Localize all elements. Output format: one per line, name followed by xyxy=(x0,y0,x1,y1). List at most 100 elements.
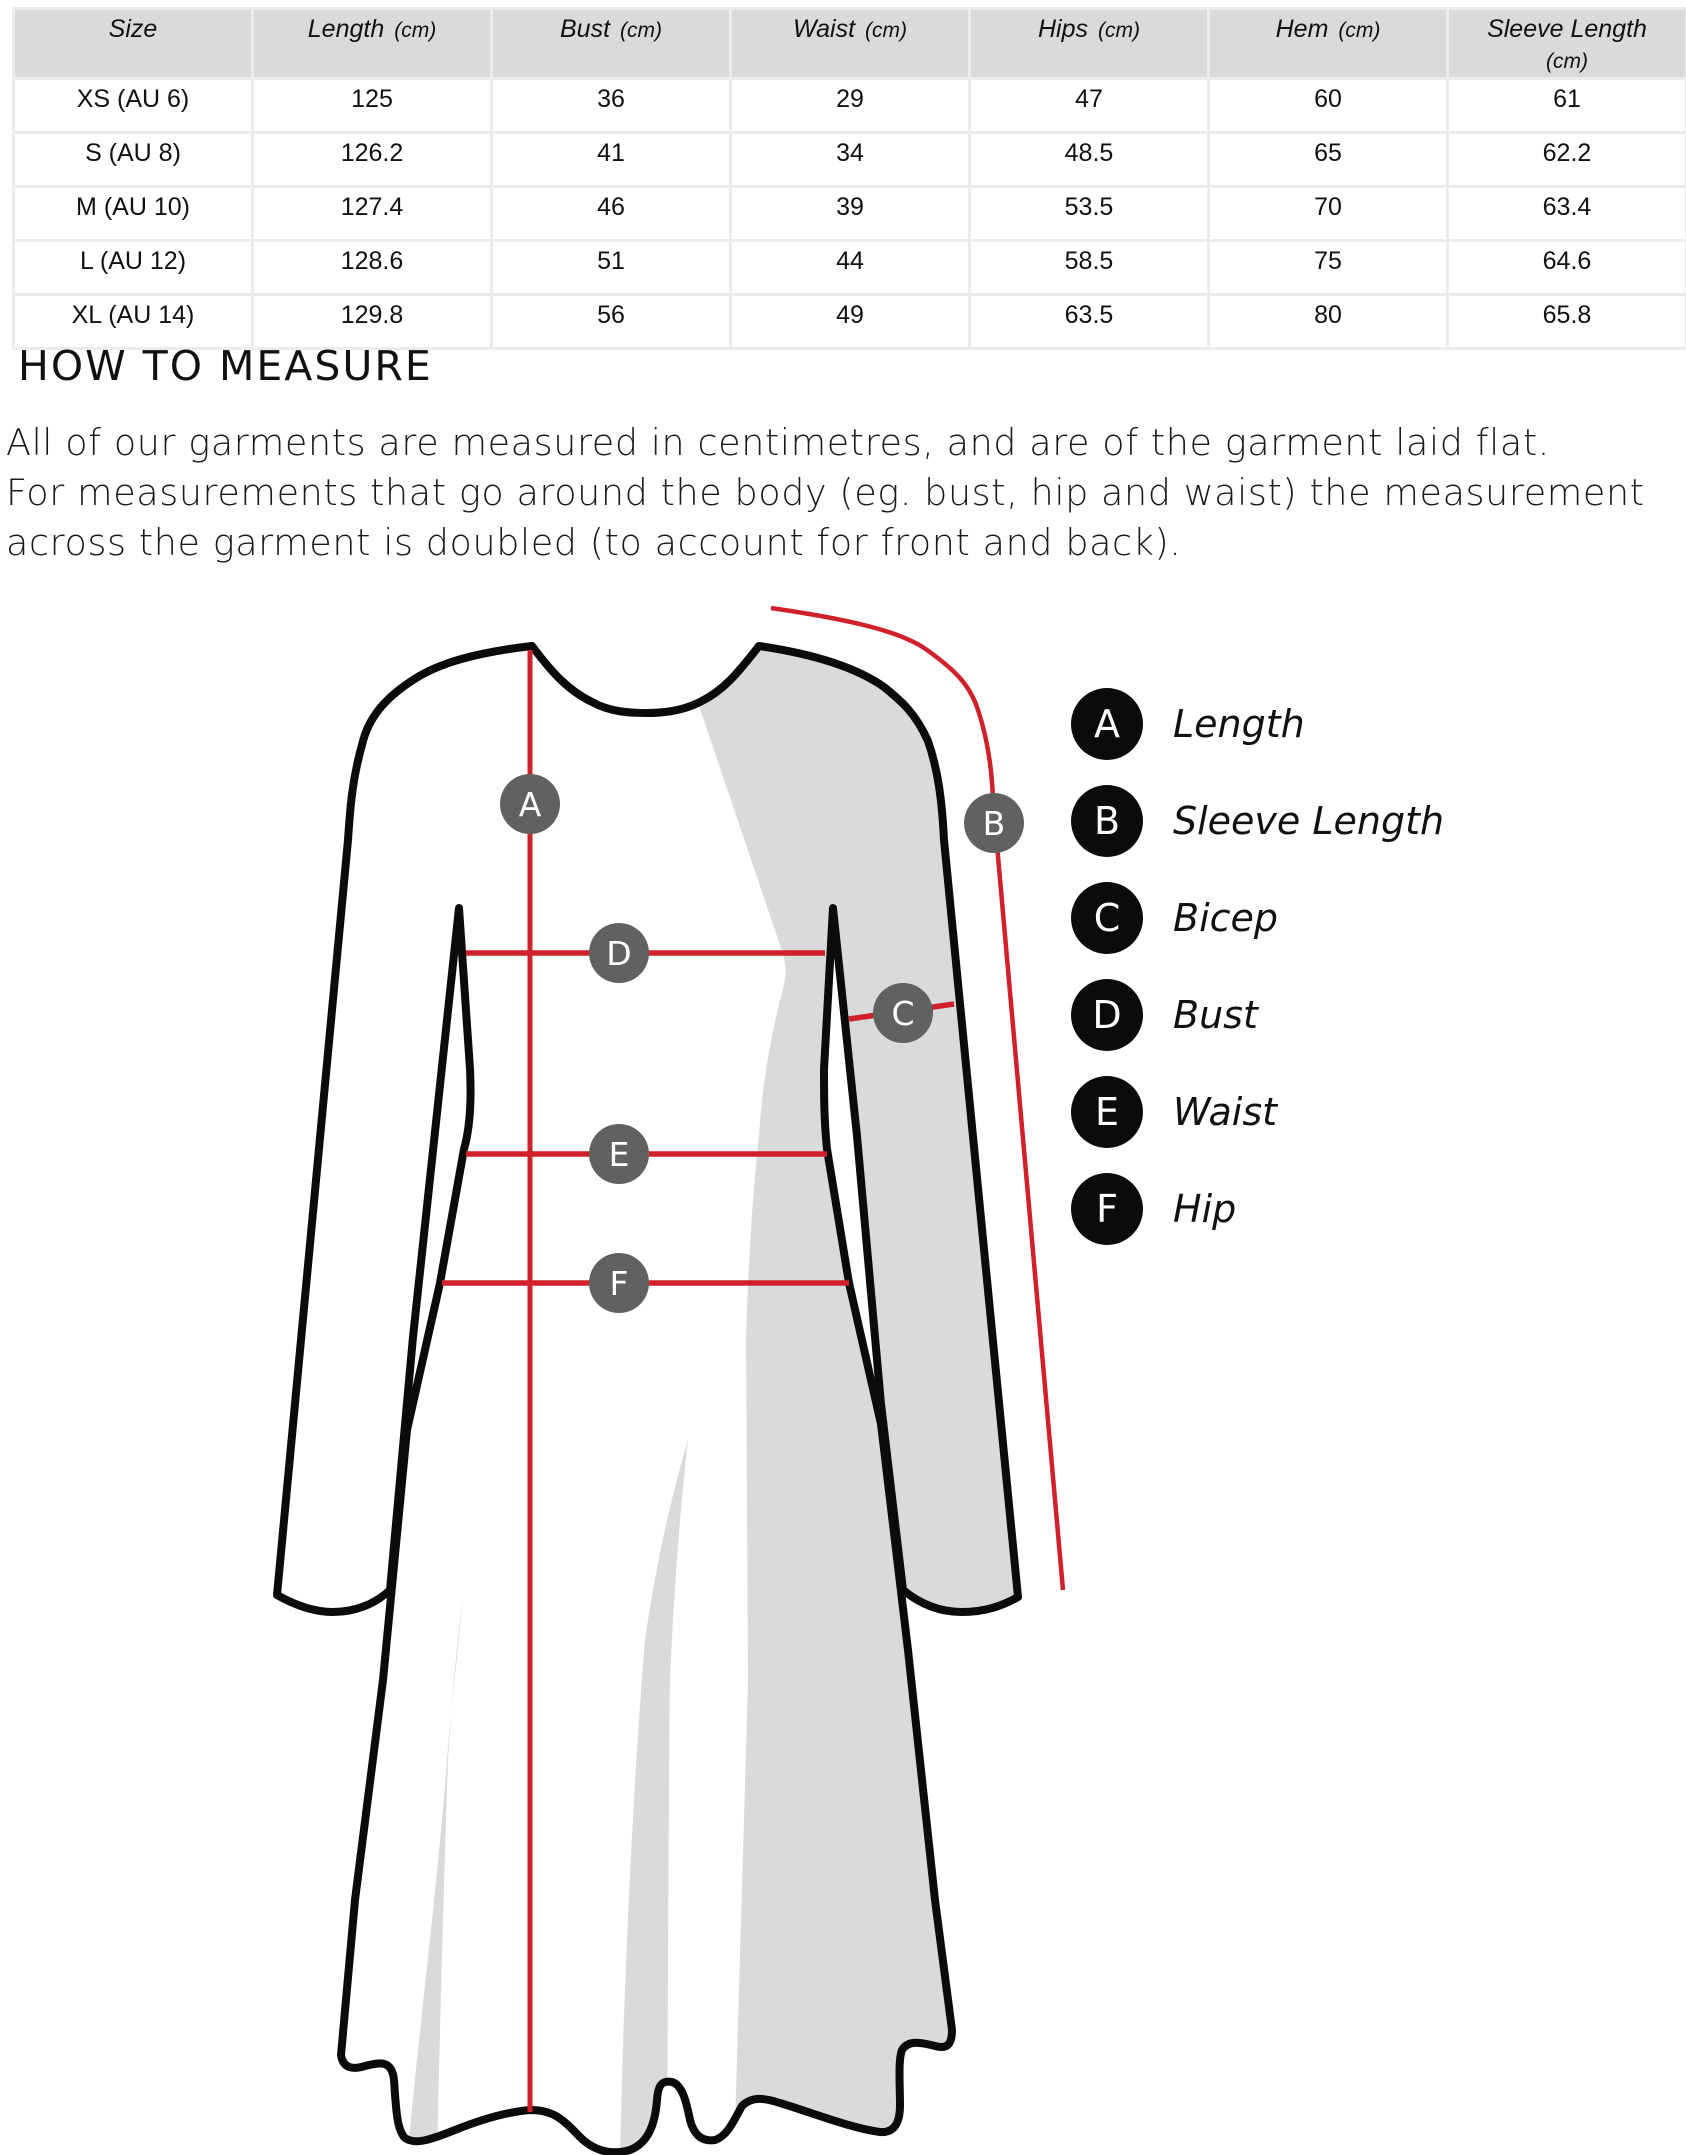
cell-waist: 39 xyxy=(729,185,971,242)
marker-c-letter: C xyxy=(891,994,914,1033)
cell-hem: 70 xyxy=(1207,185,1449,242)
marker-a-letter: A xyxy=(519,785,542,824)
marker-b[interactable]: B xyxy=(964,793,1024,853)
cell-hem: 65 xyxy=(1207,131,1449,188)
legend-badge: F xyxy=(1071,1173,1143,1245)
cell-size: XS (AU 6) xyxy=(12,77,254,134)
column-header-label: Hips xyxy=(1038,15,1089,43)
column-header-unit: (cm) xyxy=(394,19,437,42)
column-header-hem: Hem (cm) xyxy=(1207,7,1449,80)
marker-e[interactable]: E xyxy=(589,1124,649,1184)
size-chart-table: Size Length (cm) Bust (cm) Waist (cm) Hips (… xyxy=(12,7,1686,350)
legend-badge: A xyxy=(1071,688,1143,760)
marker-e-letter: E xyxy=(609,1135,630,1174)
legend-item-bicep: C Bicep xyxy=(1071,882,1278,954)
marker-d-letter: D xyxy=(606,934,631,973)
marker-c-circle xyxy=(873,983,933,1043)
table-row: L (AU 12) 128.6 51 44 58.5 75 64.6 xyxy=(12,239,1686,296)
marker-c[interactable]: C xyxy=(873,983,933,1043)
column-header-length: Length (cm) xyxy=(251,7,493,80)
legend-item-waist: E Waist xyxy=(1071,1076,1277,1148)
instructions-line: All of our garments are measured in cent… xyxy=(6,421,1550,464)
marker-a-circle xyxy=(500,774,560,834)
cell-bust: 51 xyxy=(490,239,732,296)
cell-size: XL (AU 14) xyxy=(12,293,254,350)
cell-hips: 63.5 xyxy=(968,293,1210,350)
legend-item-hip: F Hip xyxy=(1071,1173,1236,1245)
marker-f-letter: F xyxy=(610,1264,629,1303)
cell-bust: 36 xyxy=(490,77,732,134)
table-row: S (AU 8) 126.2 41 34 48.5 65 62.2 xyxy=(12,131,1686,188)
measuring-instructions: All of our garments are measured in cent… xyxy=(6,418,1686,568)
column-header-unit: (cm) xyxy=(1338,19,1381,42)
marker-e-circle xyxy=(589,1124,649,1184)
table-row: XS (AU 6) 125 36 29 47 60 61 xyxy=(12,77,1686,134)
column-header-label: Waist xyxy=(792,15,856,43)
legend-label: Length xyxy=(1173,702,1305,746)
marker-d[interactable]: D xyxy=(589,923,649,983)
marker-f[interactable]: F xyxy=(589,1253,649,1313)
column-header-label: Length xyxy=(307,15,385,43)
center-fold-shading xyxy=(620,1440,688,2153)
legend-label: Hip xyxy=(1173,1187,1237,1231)
cell-bust: 46 xyxy=(490,185,732,242)
dress-base xyxy=(277,646,1018,2153)
column-header-hips: Hips (cm) xyxy=(968,7,1210,80)
column-header-unit: (cm) xyxy=(1098,19,1140,42)
cell-waist: 34 xyxy=(729,131,971,188)
cell-sleeve-length: 63.4 xyxy=(1446,185,1686,242)
legend-badge: D xyxy=(1071,979,1143,1051)
column-header-label: Hem xyxy=(1275,15,1329,43)
cell-bust: 41 xyxy=(490,131,732,188)
marker-f-circle xyxy=(589,1253,649,1313)
marker-d-circle xyxy=(589,923,649,983)
column-header-unit: (cm) xyxy=(620,19,662,42)
column-header-unit: (cm) xyxy=(865,19,908,42)
cell-bust: 56 xyxy=(490,293,732,350)
legend-item-bust: D Bust xyxy=(1071,979,1258,1051)
legend-badge: C xyxy=(1071,882,1143,954)
cell-sleeve-length: 62.2 xyxy=(1446,131,1686,188)
cell-waist: 29 xyxy=(729,77,971,134)
marker-a[interactable]: A xyxy=(500,774,560,834)
column-header-sleeve-length: Sleeve Length(cm) xyxy=(1446,7,1686,80)
dress-outline xyxy=(277,646,1018,2152)
instructions-line: across the garment is doubled (to accoun… xyxy=(6,521,1182,564)
legend-badge: E xyxy=(1071,1076,1143,1148)
legend-label: Bicep xyxy=(1173,896,1279,940)
column-header-label: Sleeve Length xyxy=(1487,15,1647,43)
diagram-markers: A B C D E F xyxy=(500,774,1024,1313)
column-header-size: Size xyxy=(12,7,254,80)
column-header-waist: Waist (cm) xyxy=(729,7,971,80)
legend-label: Sleeve Length xyxy=(1173,799,1445,843)
marker-b-letter: B xyxy=(983,804,1006,843)
cell-size: S (AU 8) xyxy=(12,131,254,188)
column-header-label: Bust xyxy=(559,15,611,43)
cell-hem: 60 xyxy=(1207,77,1449,134)
cell-hips: 47 xyxy=(968,77,1210,134)
legend-item-sleeve-length: B Sleeve Length xyxy=(1071,785,1444,857)
column-header-bust: Bust (cm) xyxy=(490,7,732,80)
legend-badge: B xyxy=(1071,785,1143,857)
legend-label: Bust xyxy=(1173,993,1258,1037)
table-row: XL (AU 14) 129.8 56 49 63.5 80 65.8 xyxy=(12,293,1686,350)
cell-hips: 48.5 xyxy=(968,131,1210,188)
legend-item-length: A Length xyxy=(1071,688,1305,760)
right-side-shading xyxy=(697,646,1018,2153)
cell-length: 129.8 xyxy=(251,293,493,350)
cell-sleeve-length: 65.8 xyxy=(1446,293,1686,350)
cell-length: 127.4 xyxy=(251,185,493,242)
instructions-line: For measurements that go around the body… xyxy=(6,471,1645,514)
column-header-label: Size xyxy=(108,15,158,43)
cell-hips: 53.5 xyxy=(968,185,1210,242)
cell-hips: 58.5 xyxy=(968,239,1210,296)
cell-size: L (AU 12) xyxy=(12,239,254,296)
cell-waist: 49 xyxy=(729,293,971,350)
cell-length: 128.6 xyxy=(251,239,493,296)
table-row: M (AU 10) 127.4 46 39 53.5 70 63.4 xyxy=(12,185,1686,242)
legend-label: Waist xyxy=(1173,1090,1278,1134)
cell-length: 125 xyxy=(251,77,493,134)
cell-length: 126.2 xyxy=(251,131,493,188)
left-fold-shading xyxy=(407,1598,463,2153)
cell-sleeve-length: 64.6 xyxy=(1446,239,1686,296)
